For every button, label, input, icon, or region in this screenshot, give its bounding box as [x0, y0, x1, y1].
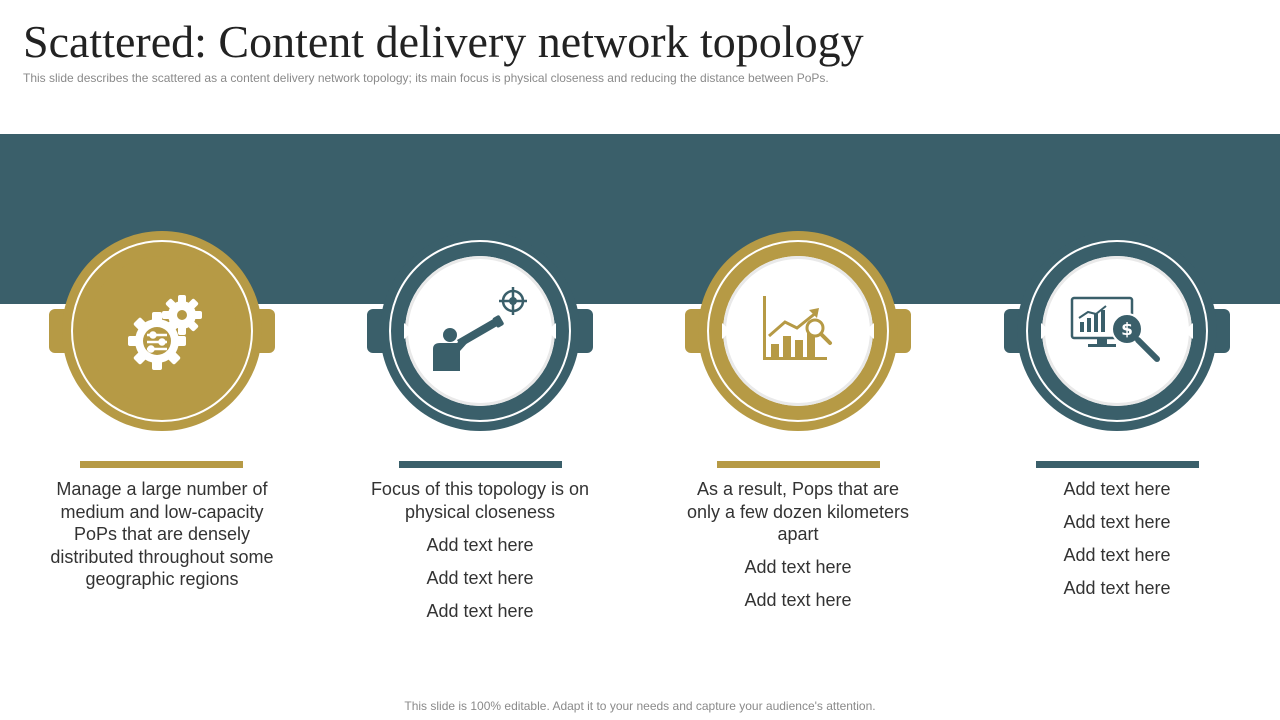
- growth-chart-magnifier-icon: [763, 296, 832, 360]
- divider-1: [80, 461, 243, 468]
- column-4-paragraph-4: Add text here: [1063, 578, 1171, 598]
- page-subtitle: This slide describes the scattered as a …: [23, 71, 829, 85]
- circle-badge-3: [685, 231, 911, 431]
- column-2-paragraph-4: Add text here: [426, 600, 534, 621]
- column-3-paragraph-2: Add text here: [744, 557, 852, 577]
- page-title: Scattered: Content delivery network topo…: [23, 16, 864, 67]
- gears-settings-icon: [128, 295, 202, 370]
- column-text-1: Manage a large number of medium and low-…: [47, 478, 277, 601]
- column-2-paragraph-1: Focus of this topology is on physical cl…: [370, 479, 590, 522]
- column-2-paragraph-3: Add text here: [426, 567, 534, 588]
- divider-4: [1036, 461, 1199, 468]
- column-1-paragraph-1: Manage a large number of medium and low-…: [50, 479, 274, 589]
- column-4-paragraph-3: Add text here: [1063, 545, 1171, 565]
- circle-badge-4: $: [1004, 231, 1230, 431]
- column-4-paragraph-1: Add text here: [1063, 479, 1171, 499]
- column-text-2: Focus of this topology is on physical cl…: [365, 478, 595, 633]
- circle-badge-2: [367, 231, 593, 431]
- column-3-paragraph-1: As a result, Pops that are only a few do…: [686, 479, 910, 544]
- monitor-dollar-search-icon: $: [1070, 296, 1160, 362]
- column-2-paragraph-2: Add text here: [426, 534, 534, 555]
- column-4-paragraph-2: Add text here: [1063, 512, 1171, 532]
- svg-text:$: $: [1121, 320, 1133, 340]
- telescope-target-icon: [433, 287, 527, 371]
- circle-badge-1: [49, 231, 275, 431]
- divider-2: [399, 461, 562, 468]
- column-text-3: As a result, Pops that are only a few do…: [683, 478, 913, 622]
- footer-note: This slide is 100% editable. Adapt it to…: [404, 699, 876, 713]
- column-3-paragraph-3: Add text here: [744, 590, 852, 610]
- divider-3: [717, 461, 880, 468]
